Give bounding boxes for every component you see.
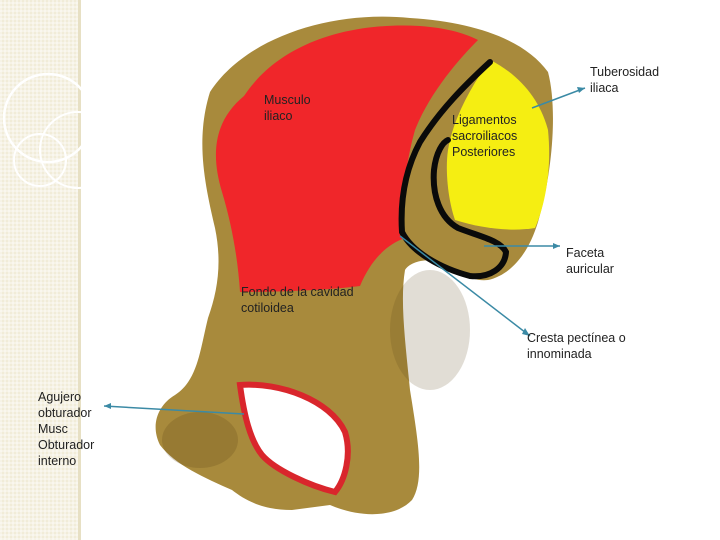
label-tuberosidad-iliaca: Tuberosidad iliaca [590,65,660,95]
musculo-iliaco-region [215,25,478,292]
pointer-tuberosidad-head [577,87,585,93]
pointer-cresta-head [522,328,530,336]
decorative-side-line [78,0,81,540]
decorative-circles [2,72,117,189]
label-faceta-auricular: Faceta auricular [566,246,614,276]
pointer-agujero [103,405,245,415]
faceta-auricular-outline [398,59,510,280]
pointer-agujero-head [104,403,111,409]
label-cresta-pectinea: Cresta pectínea o innominada [527,331,626,361]
pointer-cresta [399,235,531,337]
label-agujero-obturador: Agujero obturador Musc Obturador interno [38,390,95,468]
label-ligamentos-sacroiliacos: Ligamentos sacroiliacos Posteriores [452,113,518,159]
ligamentos-region [446,60,550,230]
label-musculo-iliaco: Musculo iliaco [264,93,311,123]
label-fondo-cavidad: Fondo de la cavidad cotiloidea [241,285,354,315]
bone-shading [390,270,470,390]
bone-shading [162,412,238,468]
pointer-faceta-head [553,243,560,249]
pointer-tuberosidad [531,87,586,109]
agujero-obturador-shape [236,381,351,496]
